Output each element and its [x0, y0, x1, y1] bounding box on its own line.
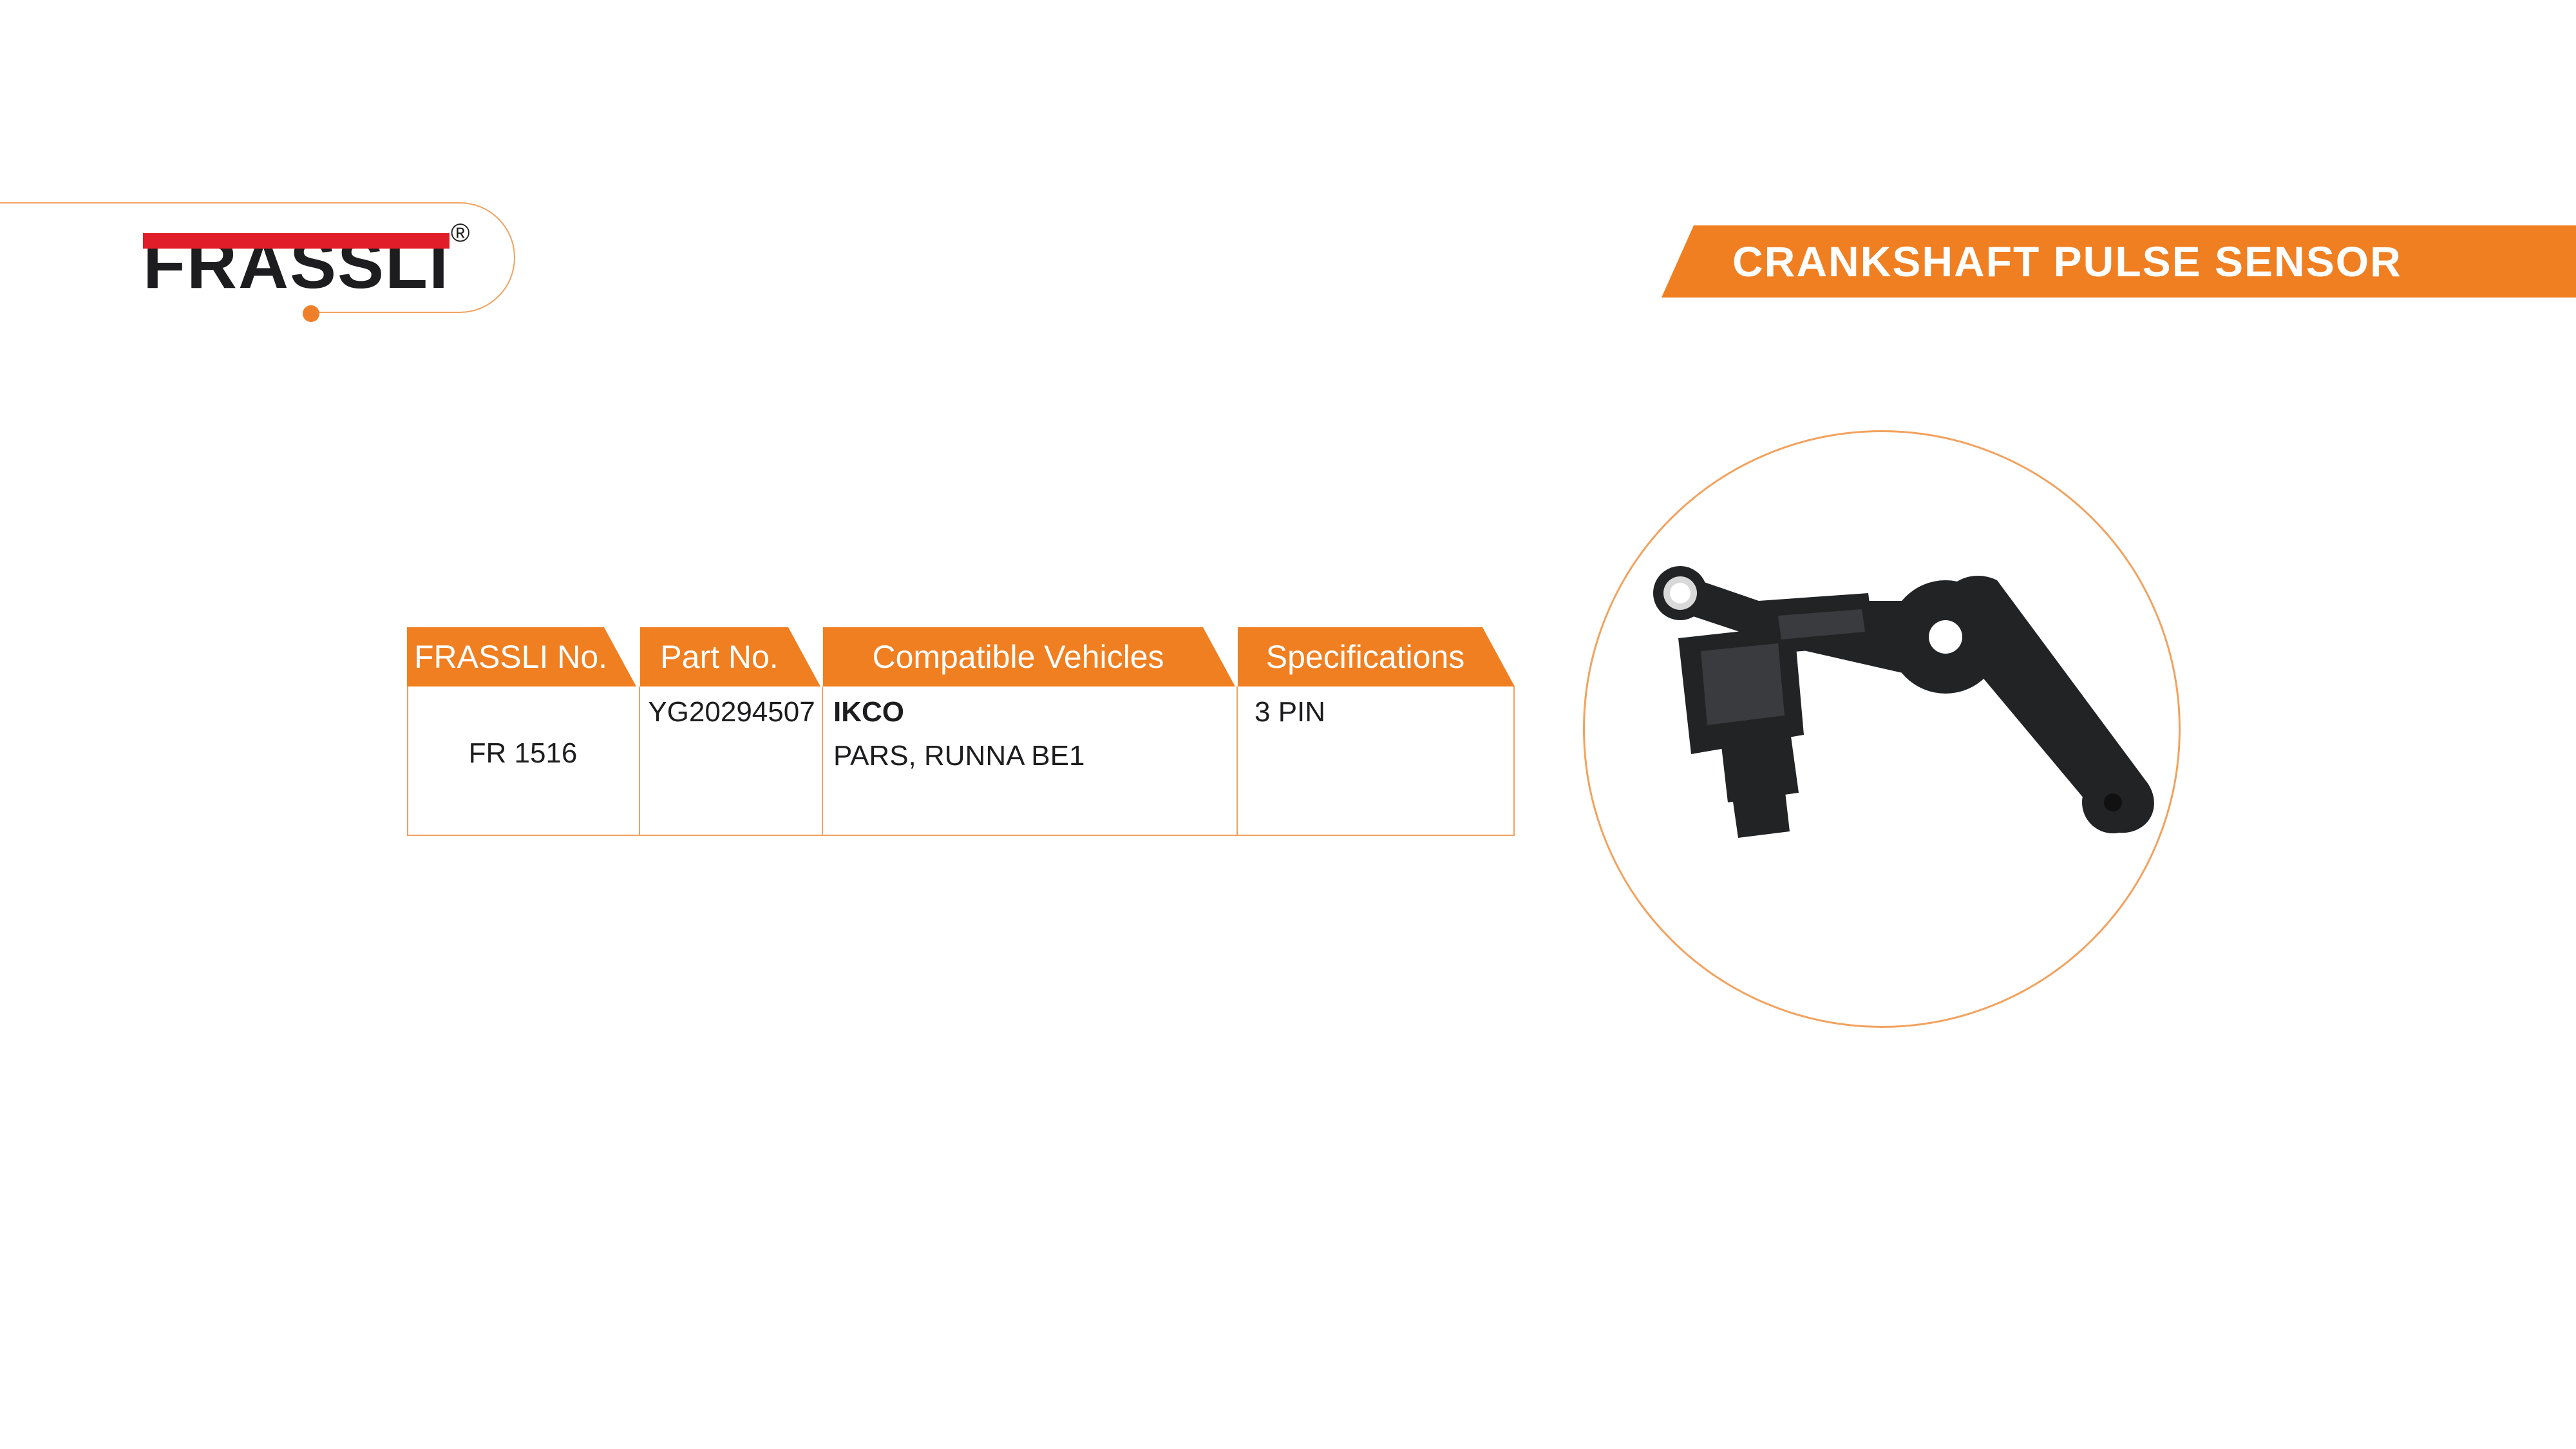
header-part-no: Part No.: [640, 627, 820, 687]
header-specifications: Specifications: [1238, 627, 1515, 687]
cell-specifications: 3 PIN: [1255, 696, 1326, 728]
registered-mark: ®: [451, 219, 470, 247]
spec-table: FRASSLI No. Part No. Compatible Vehicles…: [407, 627, 1515, 836]
column-divider: [822, 687, 823, 835]
vehicle-models: PARS, RUNNA BE1: [833, 740, 1085, 772]
product-image-frame: [1583, 430, 2181, 1028]
logo-top-line: [0, 202, 451, 204]
cell-compatible-vehicles: IKCO PARS, RUNNA BE1: [833, 690, 1233, 778]
product-title: CRANKSHAFT PULSE SENSOR: [1732, 238, 2402, 285]
header-compatible-vehicles: Compatible Vehicles: [823, 627, 1235, 687]
column-divider: [639, 687, 640, 835]
vehicle-brand: IKCO: [833, 696, 904, 728]
sensor-image: [1653, 566, 2154, 838]
cell-part-no: YG20294507: [648, 696, 815, 728]
table-row: FR 1516 YG20294507 IKCO PARS, RUNNA BE1 …: [407, 687, 1515, 836]
column-divider: [1236, 687, 1238, 835]
table-header: FRASSLI No. Part No. Compatible Vehicles…: [407, 627, 1515, 687]
logo-bottom-line: [312, 312, 460, 313]
title-banner: CRANKSHAFT PULSE SENSOR: [1662, 225, 2576, 298]
brand-logo: FRASSLI: [143, 228, 450, 299]
logo-dot: [303, 305, 319, 322]
logo-text: FRASSLI: [143, 225, 450, 303]
header-frassli-no: FRASSLI No.: [407, 627, 636, 687]
cell-frassli-no: FR 1516: [468, 737, 578, 769]
